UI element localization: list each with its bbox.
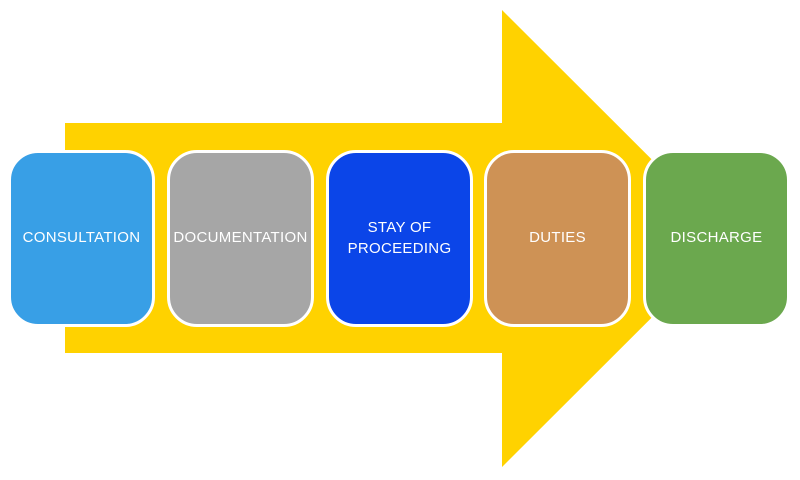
- step-documentation: DOCUMENTATION: [167, 150, 314, 327]
- step-duties-label: DUTIES: [529, 229, 586, 247]
- step-stay-of-proceeding-label: STAY OF PROCEEDING: [347, 219, 452, 257]
- step-discharge-label: DISCHARGE: [670, 229, 763, 247]
- step-duties: DUTIES: [484, 150, 631, 327]
- step-documentation-label: DOCUMENTATION: [173, 229, 308, 247]
- step-discharge: DISCHARGE: [643, 150, 790, 327]
- step-stay-of-proceeding: STAY OF PROCEEDING: [326, 150, 473, 327]
- step-consultation-label: CONSULTATION: [22, 229, 141, 247]
- step-consultation: CONSULTATION: [8, 150, 155, 327]
